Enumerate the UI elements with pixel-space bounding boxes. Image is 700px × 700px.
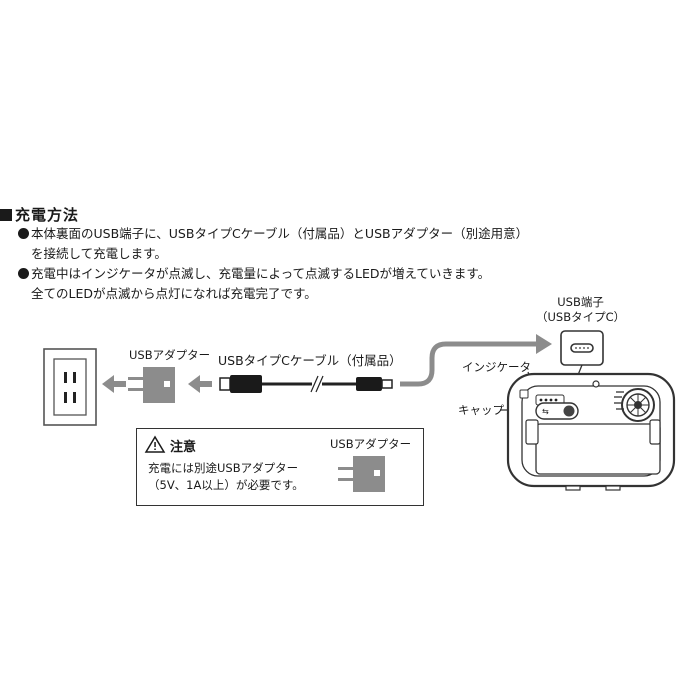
bullet-icon: [18, 268, 29, 279]
instruction-paragraph-2: 充電中はインジケータが点滅し、充電量によって点滅するLEDが増えていきます。 全…: [18, 264, 490, 304]
instruction-paragraph-1: 本体裏面のUSB端子に、USBタイプCケーブル（付属品）とUSBアダプター（別途…: [18, 224, 528, 264]
usb-adapter-icon: [128, 367, 175, 403]
wall-outlet-icon: [43, 348, 97, 426]
para2-line2: 全てのLEDが点滅から点灯になれば充電完了です。: [31, 286, 317, 301]
arrow-left-icon-2: [188, 375, 212, 393]
caution-text-line1: 充電には別途USBアダプター: [148, 461, 299, 475]
usb-c-cable-icon: [219, 375, 393, 393]
usb-port-label-line1: USB端子: [557, 295, 604, 309]
heading-square-icon: [0, 209, 12, 221]
usb-port-label: USB端子 （USBタイプC）: [536, 295, 625, 325]
indicator-label: インジケータ: [462, 360, 531, 374]
caution-usb-adapter-label: USBアダプター: [330, 437, 412, 451]
caution-usb-adapter-icon: [338, 456, 385, 492]
usb-adapter-label: USBアダプター: [129, 348, 211, 362]
caution-text: 充電には別途USBアダプター （5V、1A以上）が必要です。: [148, 460, 304, 494]
para1-line1: 本体裏面のUSB端子に、USBタイプCケーブル（付属品）とUSBアダプター（別途…: [31, 226, 529, 241]
heading-text: 充電方法: [15, 206, 80, 224]
warning-triangle-icon: [144, 435, 166, 453]
bullet-icon: [18, 228, 29, 239]
usb-port-label-line2: （USBタイプC）: [536, 310, 626, 324]
curved-arrow-icon: [400, 334, 552, 387]
caution-title: 注意: [170, 440, 197, 455]
arrow-left-icon-1: [102, 375, 126, 393]
usb-c-cable-label: USBタイプCケーブル（付属品）: [218, 353, 402, 368]
caution-box: [136, 428, 424, 506]
para2-line1: 充電中はインジケータが点滅し、充電量によって点滅するLEDが増えていきます。: [31, 266, 491, 281]
caution-text-line2: （5V、1A以上）が必要です。: [148, 478, 304, 492]
cap-label: キャップ: [458, 403, 504, 417]
para1-line2: を接続して充電します。: [31, 246, 167, 261]
section-heading: 充電方法: [0, 204, 79, 225]
usb-port-callout: [560, 330, 604, 401]
svg-text:⇆: ⇆: [542, 407, 549, 416]
device-back-illustration: ⇆: [506, 372, 676, 491]
